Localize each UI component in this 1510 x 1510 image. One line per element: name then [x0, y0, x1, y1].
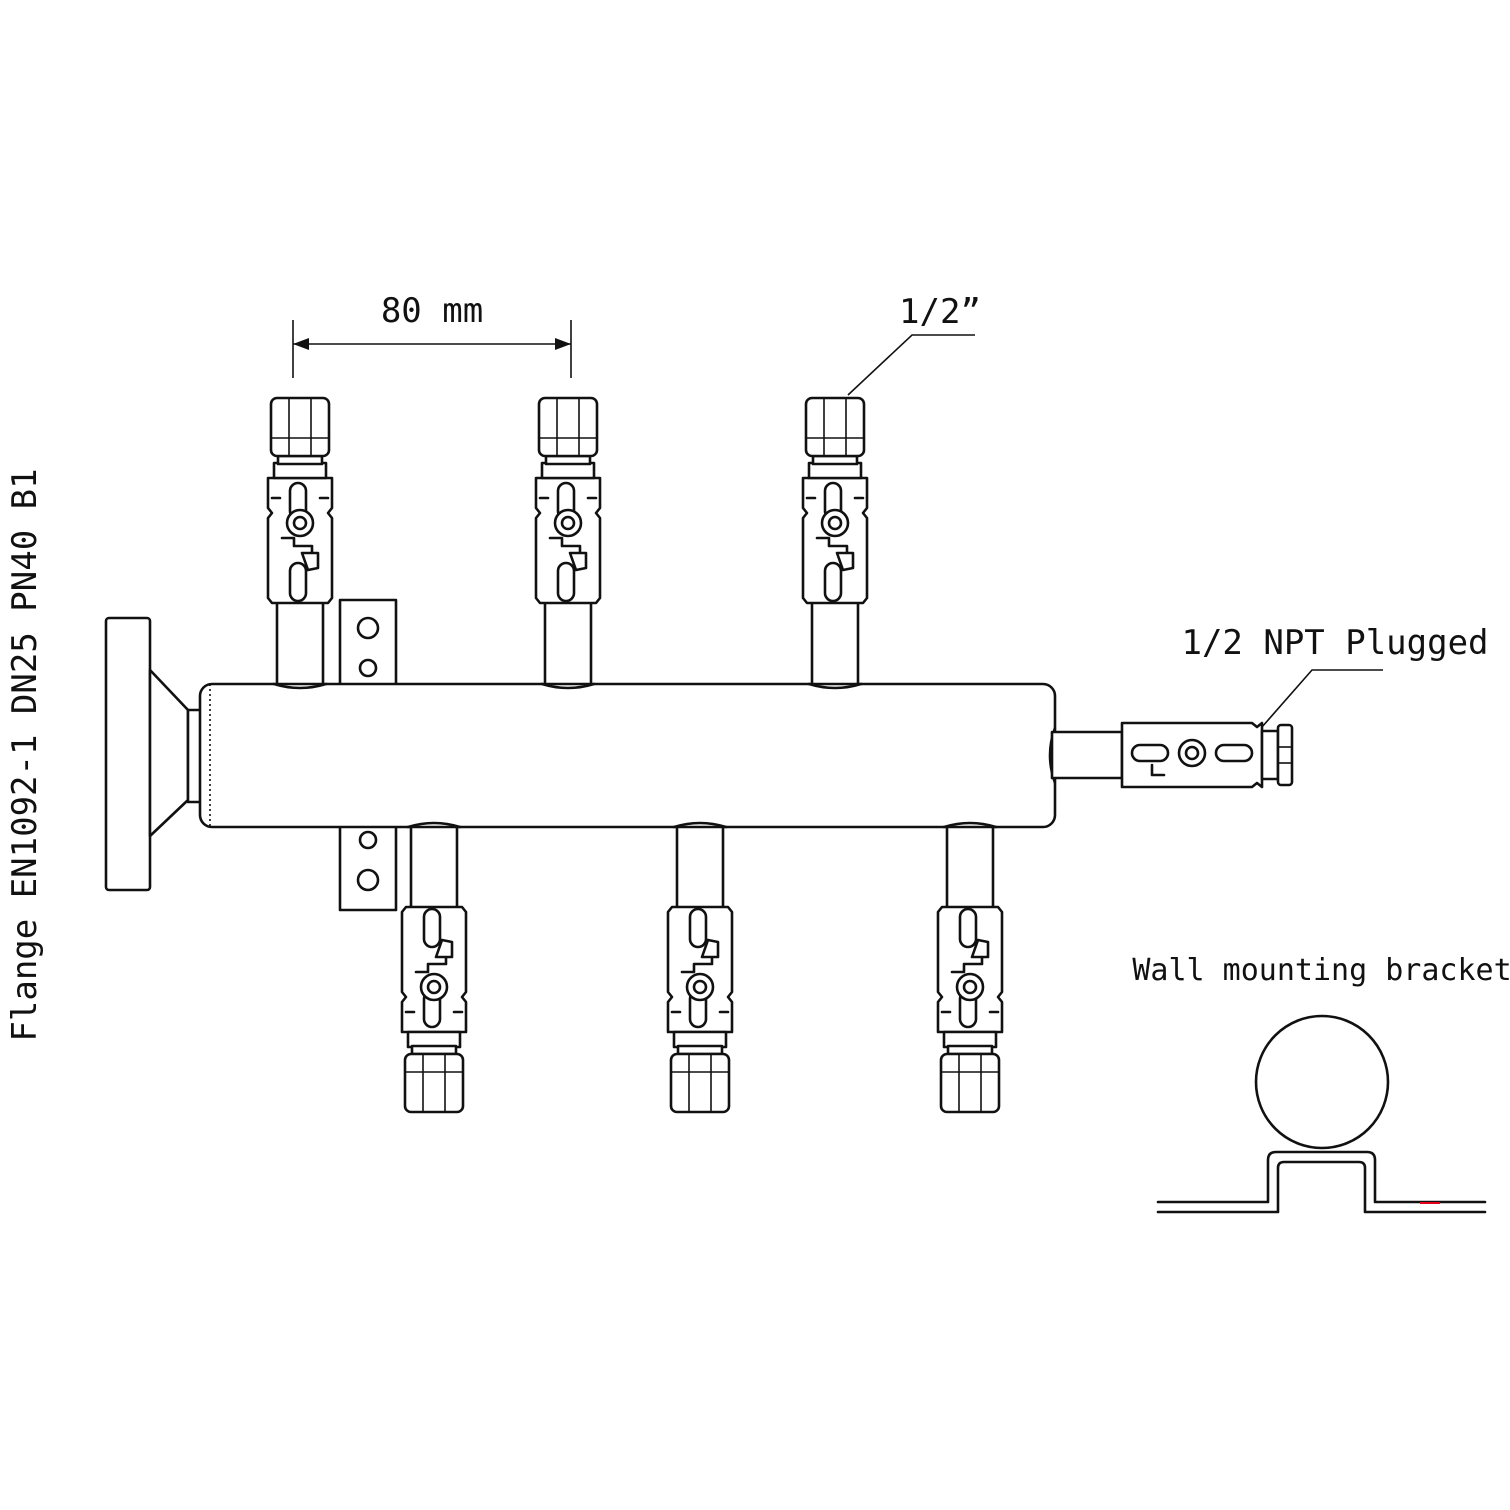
bracket-detail: Wall mounting bracket — [1132, 953, 1510, 1214]
spacing-dimension: 80 mm — [292, 291, 572, 378]
end-plug-valve — [1050, 721, 1294, 789]
spacing-label: 80 mm — [381, 291, 483, 331]
end-plug-label: 1/2 NPT Plugged — [1181, 623, 1488, 663]
manifold-header — [198, 682, 1057, 829]
outlet-size-label: 1/2” — [899, 292, 981, 332]
valve-top-2 — [534, 396, 602, 690]
bracket-label: Wall mounting bracket — [1132, 953, 1510, 988]
flange — [104, 616, 204, 892]
end-plug-callout: 1/2 NPT Plugged — [1181, 623, 1489, 728]
flange-label: Flange EN1092-1 DN25 PN40 B1 — [5, 468, 45, 1041]
mounting-plate-top — [338, 598, 398, 692]
valve-bottom-1 — [400, 820, 468, 1114]
valve-top-1 — [266, 396, 334, 690]
outlet-size-callout: 1/2” — [847, 292, 981, 396]
valve-bottom-3 — [936, 820, 1004, 1114]
mounting-plate-bottom — [338, 818, 398, 912]
bottom-valves — [400, 820, 1004, 1114]
valve-top-3 — [801, 396, 869, 690]
valve-bottom-2 — [666, 820, 734, 1114]
